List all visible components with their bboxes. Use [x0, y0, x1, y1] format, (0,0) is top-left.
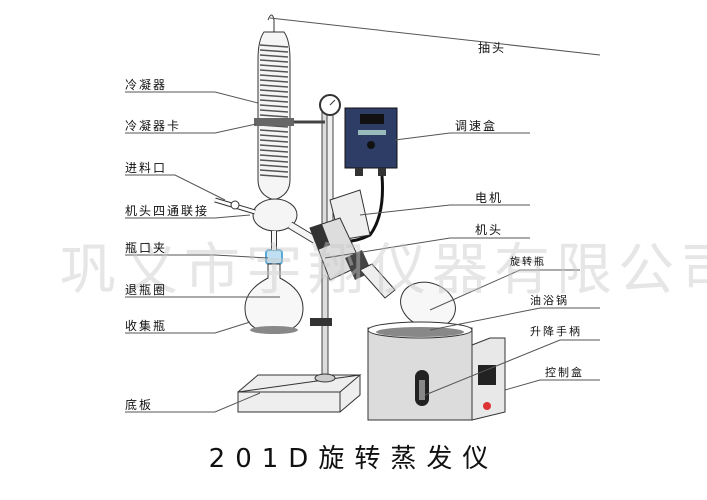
- condenser-coil: [259, 84, 289, 88]
- condenser-coil: [259, 144, 289, 148]
- condenser: [254, 14, 294, 201]
- pressure-gauge: [319, 94, 341, 223]
- label-speed-box: 调速盒: [455, 119, 498, 133]
- four-way-joint: [214, 197, 318, 244]
- condenser-coil: [259, 69, 289, 73]
- watermark: 巩义市宇翔仪器有限公司: [60, 238, 707, 303]
- control-box: [471, 337, 506, 421]
- condenser-coil: [259, 79, 289, 83]
- label-ejector-ring: 退瓶圈: [125, 283, 168, 297]
- condenser-coil: [259, 89, 289, 93]
- label-condenser-clamp: 冷凝器卡: [125, 119, 182, 133]
- label-control-box: 控制盒: [545, 366, 584, 379]
- label-feed-inlet: 进料口: [125, 161, 168, 175]
- condenser-coil: [259, 174, 289, 178]
- label-four-way-joint: 机头四通联接: [125, 204, 210, 218]
- label-rotating-flask: 旋转瓶: [510, 257, 546, 268]
- lift-handle: [419, 380, 425, 400]
- condenser-coil: [259, 139, 289, 143]
- condenser-coil: [259, 64, 289, 68]
- oil-bath: [367, 321, 473, 421]
- condenser-coil: [259, 134, 289, 138]
- condenser-coil: [259, 104, 289, 108]
- speed-control-box: [344, 107, 398, 176]
- condenser-coil: [259, 74, 289, 78]
- condenser-coil: [259, 49, 289, 53]
- label-lift-handle: 升降手柄: [530, 325, 582, 338]
- condenser-coil: [259, 154, 289, 158]
- label-collecting-flask: 收集瓶: [125, 319, 168, 333]
- label-bottle-clamp: 瓶口夹: [125, 241, 168, 255]
- rotating-flask: [359, 263, 456, 329]
- condenser-coil: [259, 169, 289, 173]
- condenser-coil: [259, 44, 289, 48]
- leader-lines: [125, 17, 601, 413]
- label-vacuum-tap: 抽头: [478, 41, 507, 55]
- condenser-coil: [259, 59, 289, 63]
- label-base-plate: 底板: [125, 398, 154, 412]
- diagram-title: 201D旋转蒸发仪: [208, 444, 499, 474]
- condenser-coil: [259, 94, 289, 98]
- label-motor: 电机: [475, 191, 504, 205]
- condenser-coil: [259, 164, 289, 168]
- condenser-coil: [259, 149, 289, 153]
- condenser-coil: [259, 54, 289, 58]
- label-machine-head: 机头: [475, 223, 504, 237]
- label-condenser: 冷凝器: [125, 78, 168, 92]
- condenser-coil: [259, 159, 289, 163]
- base-plate: [237, 374, 362, 413]
- condenser-coil: [259, 129, 289, 133]
- collecting-flask: [244, 263, 332, 334]
- condenser-coil: [259, 99, 289, 103]
- label-oil-bath: 油浴锅: [530, 294, 569, 307]
- condenser-coil: [259, 109, 289, 113]
- condenser-coil: [259, 114, 289, 118]
